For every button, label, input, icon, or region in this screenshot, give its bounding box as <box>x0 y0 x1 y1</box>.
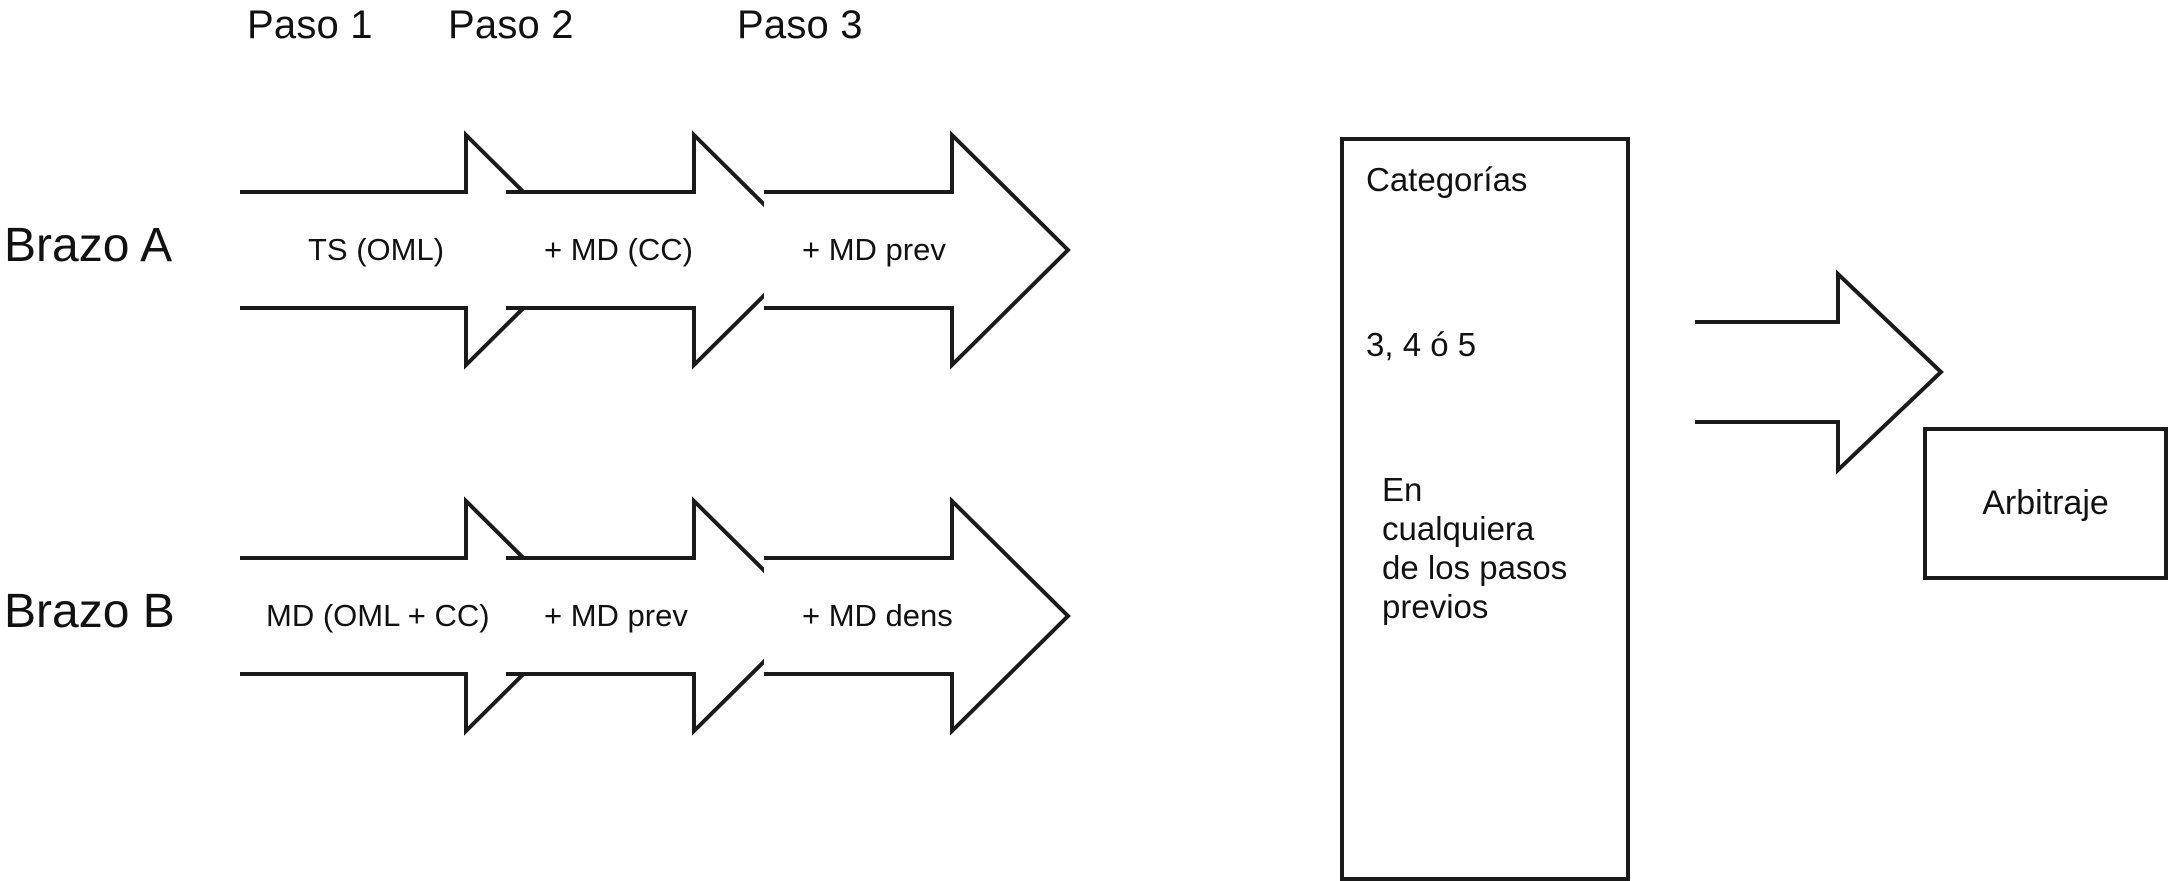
arm-b-label: Brazo B <box>4 585 175 638</box>
categories-line-6: previos <box>1382 588 1489 625</box>
arrow-b-step3: + MD dens <box>762 496 1071 736</box>
arm-a-label: Brazo A <box>4 219 173 272</box>
categories-line-5: de los pasos <box>1382 549 1568 586</box>
categories-line-4: cualquiera <box>1382 510 1535 547</box>
arrow-a-step3: + MD prev <box>762 130 1071 370</box>
final-arrow-shape <box>1693 269 1944 475</box>
categories-line-2: 3, 4 ó 5 <box>1366 326 1477 363</box>
step-header-3: Paso 3 <box>737 3 863 47</box>
step-header-1: Paso 1 <box>247 3 373 47</box>
step-header-2: Paso 2 <box>448 3 574 47</box>
arbitraje-box: Arbitraje <box>1923 427 2168 580</box>
categories-line-3: En <box>1382 471 1423 508</box>
categories-line-1: Categorías <box>1366 161 1528 198</box>
arbitraje-label: Arbitraje <box>1982 483 2109 522</box>
